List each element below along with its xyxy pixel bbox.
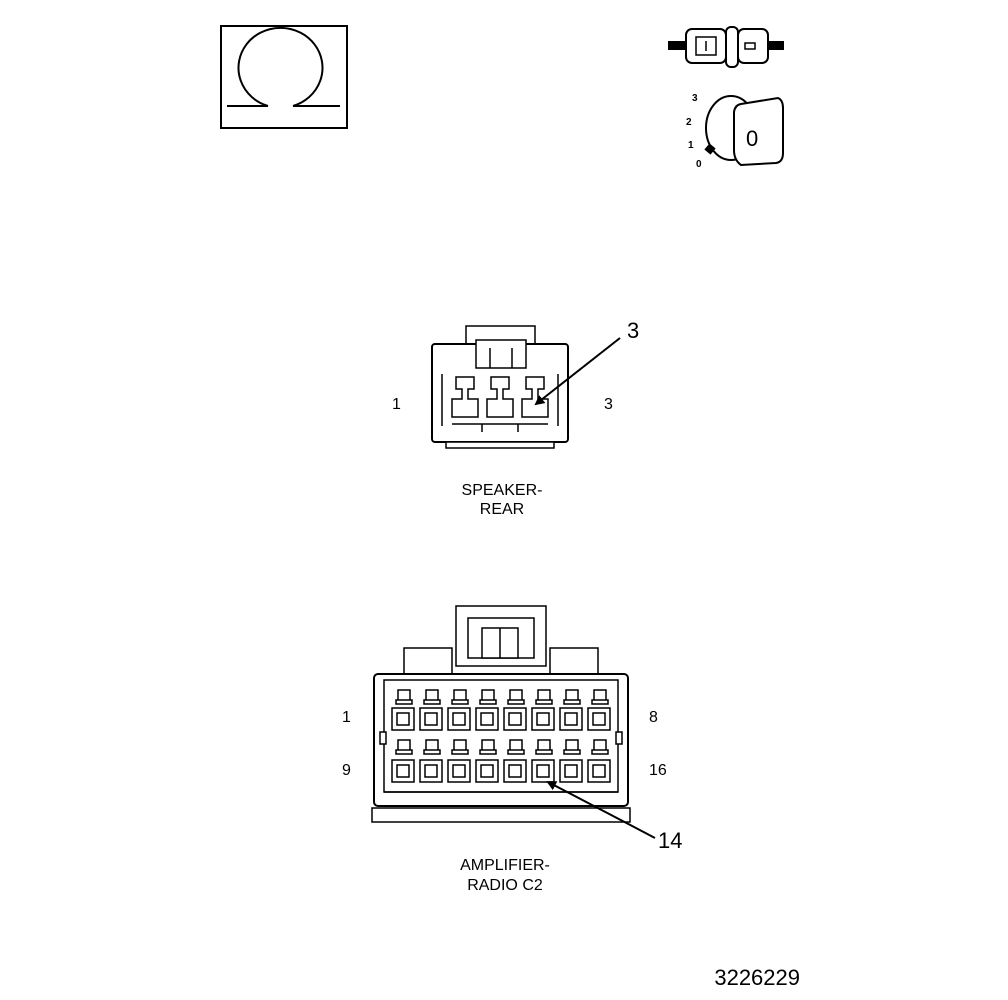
cavity-11 [447,739,471,783]
cavity-13 [503,739,527,783]
key-position-3: 3 [692,93,698,104]
amp-pin-8-label: 8 [649,709,658,726]
cavity-6 [531,689,555,731]
cavity-15 [559,739,583,783]
speaker-pin-1-label: 1 [392,396,401,413]
amp-connector-name: AMPLIFIER- [460,857,550,874]
cavity-14 [531,739,555,783]
cavity-2 [419,689,443,731]
ignition-key-icon: 0 3 2 1 0 [686,93,784,170]
ohmmeter-icon [220,25,348,129]
cavity-1 [391,689,415,731]
key-position-2: 2 [686,117,692,128]
cavity-16 [587,739,611,783]
test-jumper-icon [668,26,784,68]
amplifier-radio-c2-connector [371,605,631,823]
speaker-rear-connector [431,325,569,449]
amp-connector-name-line2: RADIO C2 [467,877,543,894]
cavity-3 [447,689,471,731]
key-position-0: 0 [696,159,702,170]
cavity-8 [587,689,611,731]
amp-pin-9-label: 9 [342,762,351,779]
cavity-row-bottom [391,739,611,783]
amp-pin-16-label: 16 [649,762,667,779]
cavity-4 [475,689,499,731]
cavity-2 [486,376,514,418]
cavity-10 [419,739,443,783]
amp-callout-label: 14 [658,828,682,853]
cavity-5 [503,689,527,731]
speaker-pin-3-label: 3 [604,396,613,413]
key-position-1: 1 [688,140,694,151]
cavity-row-top [391,689,611,731]
cavity-9 [391,739,415,783]
speaker-callout-label: 3 [627,318,639,343]
speaker-connector-name-line2: REAR [480,501,524,518]
key-position-indicator: 0 [746,126,758,151]
cavity-7 [559,689,583,731]
cavity-1 [451,376,479,418]
figure-number: 3226229 [714,965,800,990]
speaker-callout-arrow [534,337,621,406]
cavity-12 [475,739,499,783]
amp-callout-arrow [546,781,656,839]
amp-pin-1-label: 1 [342,709,351,726]
speaker-connector-name: SPEAKER- [462,482,543,499]
